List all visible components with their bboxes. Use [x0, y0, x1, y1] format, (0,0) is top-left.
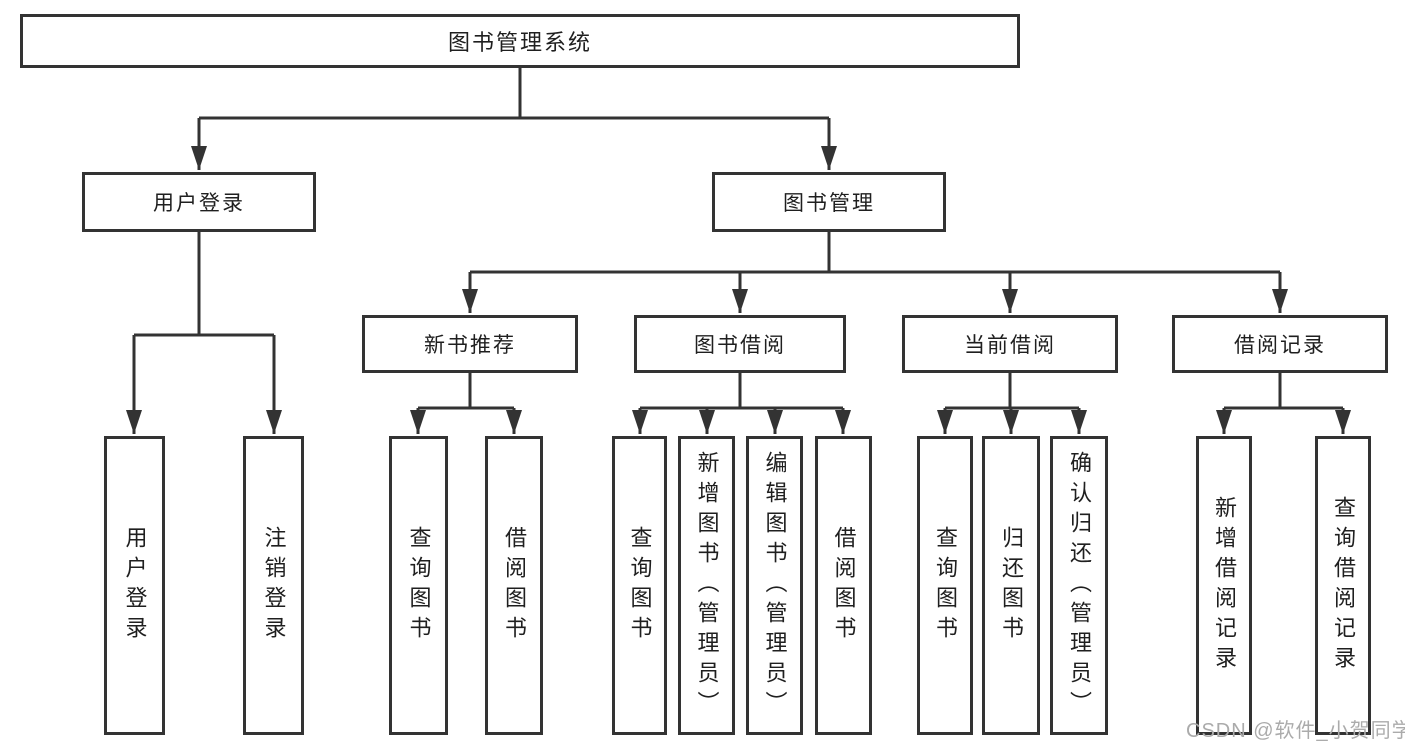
node-return-book: 归还图书: [982, 436, 1040, 735]
node-query-books-recommend: 查询图书: [389, 436, 448, 735]
node-library-management-system: 图书管理系统: [20, 14, 1020, 68]
node-current-borrowing: 当前借阅: [902, 315, 1118, 373]
node-query-books-borrowing: 查询图书: [612, 436, 667, 735]
node-add-borrow-record-label: 新增借阅记录: [1212, 495, 1237, 676]
node-book-management: 图书管理: [712, 172, 946, 232]
node-query-books-borrowing-label: 查询图书: [627, 525, 653, 646]
node-query-borrow-record: 查询借阅记录: [1315, 436, 1371, 735]
node-add-borrow-record: 新增借阅记录: [1196, 436, 1252, 735]
node-user-login: 用户登录: [82, 172, 316, 232]
node-edit-book-admin: 编辑图书（管理员）: [746, 436, 803, 735]
node-query-books-current-label: 查询图书: [933, 525, 958, 646]
node-new-book-recommendation: 新书推荐: [362, 315, 578, 373]
csdn-watermark: CSDN @软件_小贺同学: [1186, 720, 1405, 742]
node-borrowing-records-label: 借阅记录: [1234, 334, 1326, 357]
node-logout: 注销登录: [243, 436, 304, 735]
node-borrow-books-recommend-label: 借阅图书: [502, 525, 527, 646]
node-confirm-return-admin-label: 确认归还（管理员）: [1067, 450, 1092, 721]
node-confirm-return-admin: 确认归还（管理员）: [1050, 436, 1108, 735]
node-borrow-books-recommend: 借阅图书: [485, 436, 543, 735]
node-current-borrowing-label: 当前借阅: [964, 334, 1056, 357]
node-book-management-label: 图书管理: [783, 192, 875, 215]
node-borrowing-records: 借阅记录: [1172, 315, 1388, 373]
node-query-books-current: 查询图书: [917, 436, 973, 735]
node-new-book-recommendation-label: 新书推荐: [424, 334, 516, 357]
node-return-book-label: 归还图书: [999, 525, 1024, 646]
node-add-book-admin-label: 新增图书（管理员）: [694, 450, 720, 721]
node-user-login-label: 用户登录: [153, 192, 245, 215]
node-book-borrowing: 图书借阅: [634, 315, 846, 373]
node-add-book-admin: 新增图书（管理员）: [678, 436, 735, 735]
node-query-books-recommend-label: 查询图书: [406, 525, 432, 646]
node-library-management-system-label: 图书管理系统: [447, 30, 592, 55]
node-query-borrow-record-label: 查询借阅记录: [1331, 495, 1356, 676]
node-edit-book-admin-label: 编辑图书（管理员）: [762, 450, 788, 721]
node-borrow-books-borrowing-label: 借阅图书: [831, 525, 857, 646]
node-borrow-books-borrowing: 借阅图书: [815, 436, 872, 735]
node-logout-label: 注销登录: [261, 525, 287, 646]
node-login-label: 用户登录: [122, 525, 148, 646]
node-login: 用户登录: [104, 436, 165, 735]
node-book-borrowing-label: 图书借阅: [694, 334, 786, 357]
